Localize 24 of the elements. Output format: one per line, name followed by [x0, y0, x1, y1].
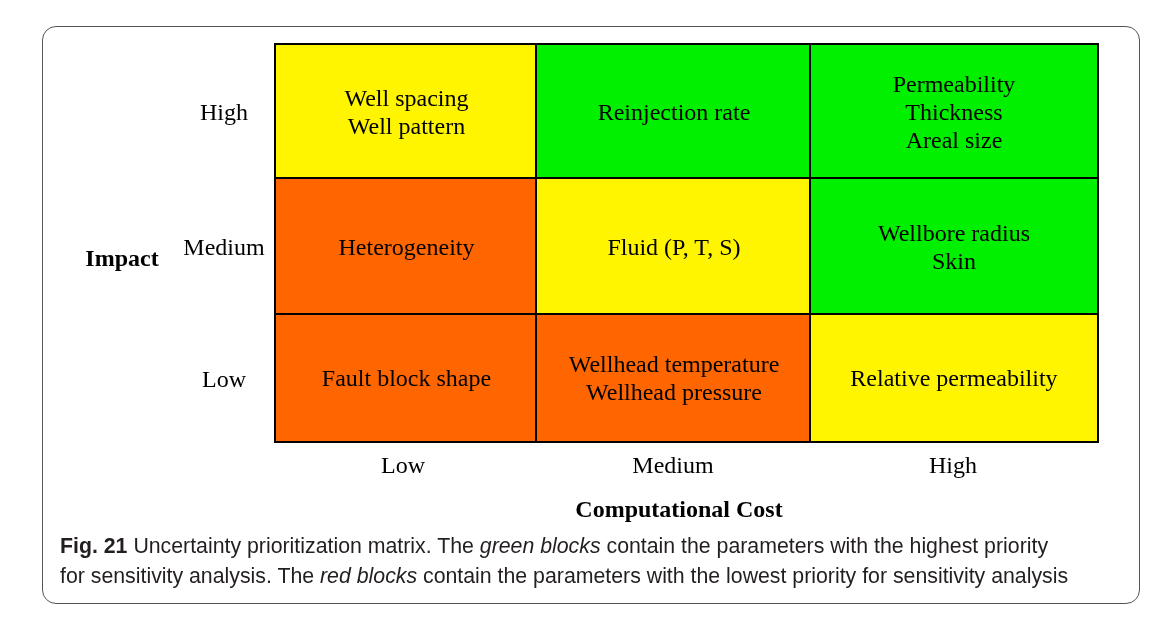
parameter-text: Well spacing	[344, 84, 469, 112]
parameter-text: Wellbore radius	[878, 219, 1030, 247]
parameter-text: Areal size	[905, 126, 1003, 154]
parameter-text: Reinjection rate	[597, 98, 751, 126]
parameter-text: Well pattern	[347, 112, 466, 140]
parameter-text: Heterogeneity	[338, 233, 475, 261]
parameter-text: Thickness	[905, 98, 1003, 126]
matrix-cell	[809, 313, 1099, 443]
axis-tick-label: Low	[381, 451, 425, 479]
axis-title: Impact	[85, 244, 159, 272]
axis-tick-label: Low	[202, 365, 246, 393]
parameter-text: Skin	[932, 247, 976, 275]
axis-tick-label: Medium	[632, 451, 714, 479]
parameter-text: Relative permeability	[850, 364, 1058, 392]
axis-tick-label: High	[929, 451, 977, 479]
parameter-text: Wellhead pressure	[586, 378, 762, 406]
parameter-text: Wellhead temperature	[568, 350, 780, 378]
parameter-text: Fault block shape	[321, 364, 492, 392]
parameter-text: Fluid (P, T, S)	[607, 233, 741, 261]
axis-tick-label: Medium	[183, 233, 265, 261]
axis-title: Computational Cost	[575, 495, 783, 523]
axis-tick-label: High	[200, 98, 248, 126]
figure-caption: Fig. 21 Uncertainty prioritization matrix. The green blocks contain the parameters with the highest priority for sensitivity analysis. The red blocks contain the parameters with the lowest priority for sensitivity analysis	[60, 533, 1070, 590]
parameter-text: Permeability	[892, 70, 1016, 98]
